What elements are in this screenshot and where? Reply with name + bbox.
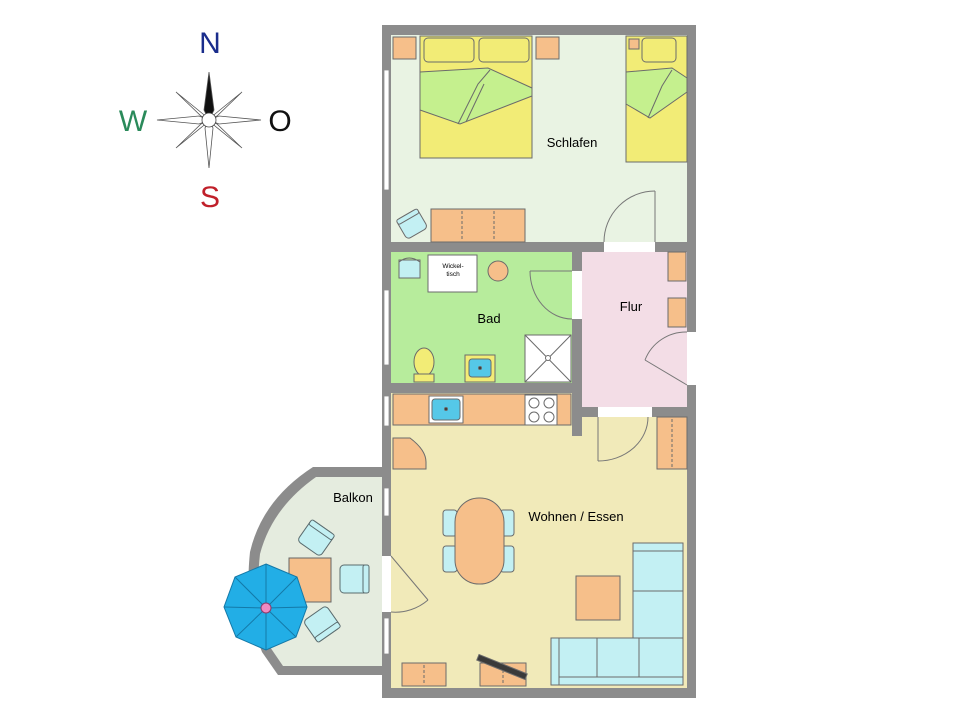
wall-schlafen-bad — [391, 242, 604, 252]
doorway-schlafen — [604, 242, 655, 252]
doorway-wohnen — [598, 407, 652, 417]
wall-schlafen-flur — [655, 242, 687, 252]
compass-west-label: W — [119, 105, 148, 138]
wardrobe-lower — [667, 297, 687, 328]
door-balkon-icon — [390, 555, 429, 613]
corner-sofa-icon — [550, 542, 684, 686]
wickeltisch-label-line1: Wickel- — [442, 263, 463, 270]
shower-icon — [524, 334, 572, 383]
wohnen-furniture — [392, 393, 688, 687]
compass-east-label: O — [268, 105, 291, 138]
window-wohnen-west — [383, 487, 390, 517]
dining-table-icon — [442, 497, 515, 585]
wickeltisch-label-line2: tisch — [446, 271, 460, 278]
wall-flur-wohnen — [652, 407, 687, 417]
kitchen-sink-icon — [428, 395, 464, 424]
schlafen-label: Schlafen — [547, 135, 598, 150]
balkon-door-opening — [382, 556, 391, 612]
balkon-chair-bottom — [304, 606, 341, 643]
door-schlafen-icon — [603, 190, 656, 243]
bad-furniture — [398, 254, 572, 383]
window-wohnen-west-2 — [383, 617, 390, 655]
bad-sink-icon — [464, 354, 496, 383]
corner-cabinet — [392, 437, 427, 470]
window-kitchen-west — [383, 395, 390, 427]
bath-stool — [487, 260, 509, 282]
doorway-bad — [572, 271, 582, 319]
coffee-table — [575, 575, 621, 621]
toilet-icon — [413, 347, 435, 383]
nightstand-small — [628, 38, 640, 50]
flur-label: Flur — [620, 299, 643, 314]
wall-bad-wohnen — [391, 383, 572, 393]
changing-table — [427, 254, 478, 293]
door-bad-icon — [529, 270, 573, 320]
balkon-area: Balkon — [223, 467, 384, 675]
balkon-chair-top — [298, 519, 335, 556]
schlafen-furniture — [392, 35, 688, 243]
tv-bench — [401, 662, 447, 687]
compass-north-label: N — [199, 27, 221, 60]
tv-icon — [476, 653, 528, 681]
nightstand-right — [535, 36, 560, 60]
compass-south-label: S — [200, 181, 220, 214]
bad-label: Bad — [477, 311, 500, 326]
shoe-cabinet — [656, 416, 688, 470]
double-bed-icon — [419, 35, 533, 159]
umbrella-icon — [223, 563, 308, 651]
entrance-door-opening — [687, 332, 696, 385]
dresser — [430, 208, 526, 243]
single-bed-icon — [625, 35, 688, 163]
compass-rose: N S W O — [119, 27, 292, 214]
door-swings — [390, 190, 688, 613]
flur-furniture — [667, 251, 687, 328]
wohnen-label: Wohnen / Essen — [528, 509, 623, 524]
wall-bad-flur-lower — [572, 319, 582, 436]
windows — [383, 69, 390, 655]
balkon-label: Balkon — [333, 490, 373, 505]
window-schlafen-west-1 — [383, 69, 390, 191]
schlafen-chair-icon — [396, 208, 427, 239]
nightstand-left — [392, 36, 417, 60]
window-bad-west — [383, 289, 390, 366]
door-wohnen-icon — [597, 416, 649, 462]
wardrobe-upper — [667, 251, 687, 282]
wall-bad-flur-upper — [572, 252, 582, 271]
stove-icon — [524, 394, 558, 426]
compass-star-icon — [156, 71, 262, 169]
bucket-icon — [398, 257, 421, 279]
balkon-chair-right — [339, 564, 370, 594]
door-entrance-icon — [644, 331, 688, 386]
